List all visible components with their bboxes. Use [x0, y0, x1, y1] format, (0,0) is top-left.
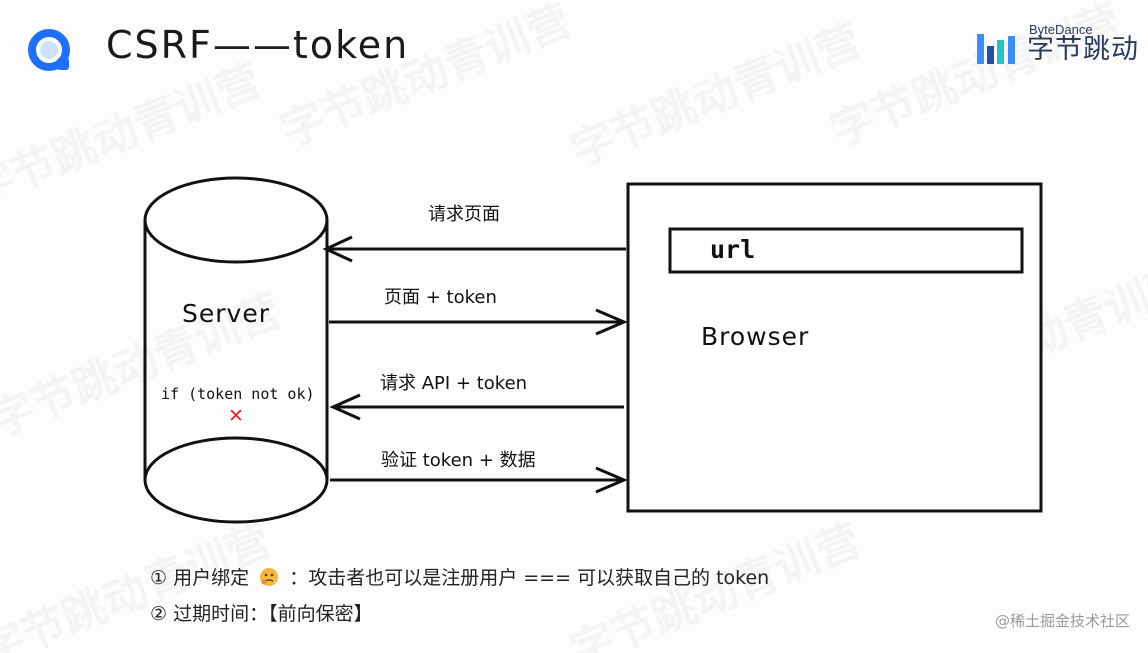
notes-list: ① 用户绑定 ：攻击者也可以是注册用户 === 可以获取自己的 token ② …: [150, 560, 769, 632]
arrow-label: 页面 + token: [384, 287, 497, 308]
note-number: ①: [150, 567, 168, 589]
note-text: 过期时间：【前向保密】: [173, 603, 373, 625]
arrow-verify-token-data: [330, 466, 628, 494]
brand-logo: ByteDance 字节跳动: [977, 22, 1142, 68]
arrow-label: 请求 API + token: [380, 373, 527, 394]
url-label: url: [710, 235, 755, 264]
note-number: ②: [150, 603, 168, 625]
bytedance-logo-icon: [977, 34, 1015, 64]
note-text: ：攻击者也可以是注册用户 === 可以获取自己的 token: [289, 567, 770, 589]
brand-name-cn: 字节跳动: [1027, 34, 1139, 65]
thinking-emoji-icon: [260, 568, 279, 586]
note-item: ① 用户绑定 ：攻击者也可以是注册用户 === 可以获取自己的 token: [150, 560, 769, 596]
page-title: CSRF——token: [106, 23, 410, 67]
server-condition: if (token not ok): [161, 385, 315, 403]
server-cylinder: [143, 176, 329, 524]
server-label: Server: [182, 299, 270, 328]
logo-icon: [28, 29, 70, 71]
note-text: 用户绑定: [173, 567, 250, 589]
arrow-label: 请求页面: [428, 204, 500, 225]
arrow-request-page: [322, 235, 626, 263]
browser-label: Browser: [701, 322, 809, 351]
fail-cross-icon: ✕: [228, 405, 244, 427]
brand-name-en: ByteDance: [1029, 22, 1093, 37]
arrow-page-token: [329, 308, 628, 336]
arrow-request-api-token: [329, 393, 624, 421]
url-bar: [668, 227, 1024, 274]
footer-credit: @稀土掘金技术社区: [994, 612, 1130, 630]
arrow-label: 验证 token + 数据: [381, 450, 536, 471]
note-item: ② 过期时间：【前向保密】: [150, 596, 769, 632]
